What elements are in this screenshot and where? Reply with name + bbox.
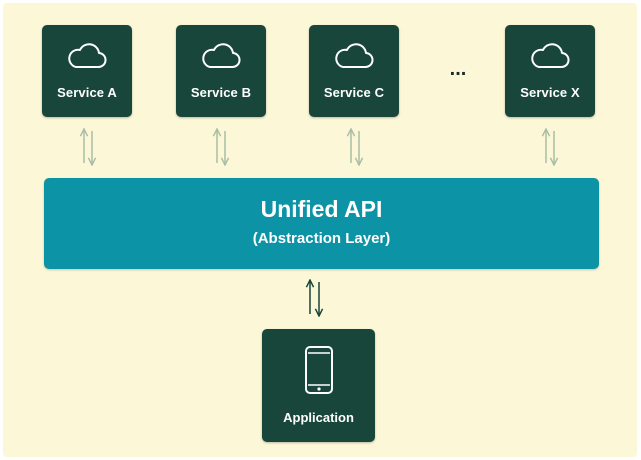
connector-arrows (3, 3, 637, 457)
service-a-label: Service A (57, 85, 117, 100)
cloud-icon (202, 43, 241, 68)
arrow-pair-service-a (84, 129, 92, 165)
arrow-pair-service-b (217, 129, 225, 165)
service-x-node: Service X (505, 25, 595, 117)
api-title: Unified API (260, 196, 383, 222)
service-c-label: Service C (323, 85, 385, 100)
more-services-ellipsis: ... (449, 58, 467, 80)
diagram-canvas: Service A Service B Service C ... Servic… (3, 3, 637, 457)
smartphone-icon (305, 346, 333, 394)
arrow-pair-application (310, 280, 319, 316)
cloud-icon (335, 43, 374, 68)
application-node: Application (262, 329, 375, 442)
cloud-icon (68, 43, 107, 68)
service-b-label: Service B (190, 85, 252, 100)
service-c-node: Service C (309, 25, 399, 117)
service-b-node: Service B (176, 25, 266, 117)
arrow-pair-service-x (546, 129, 554, 165)
api-subtitle: (Abstraction Layer) (252, 230, 391, 247)
arrow-pair-service-c (351, 129, 359, 165)
cloud-icon (531, 43, 570, 68)
service-a-node: Service A (42, 25, 132, 117)
service-x-label: Service X (520, 85, 580, 100)
application-label: Application (283, 410, 354, 425)
unified-api-layer: Unified API (Abstraction Layer) (44, 178, 599, 269)
